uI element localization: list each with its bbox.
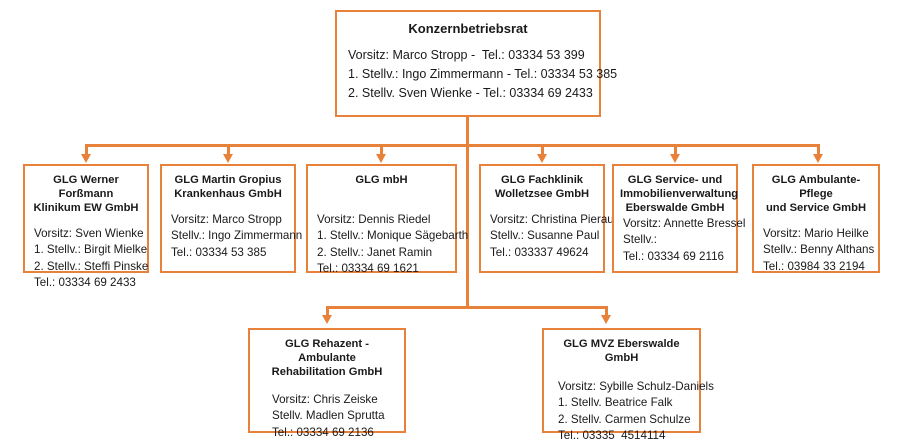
- node-title-line: und Service GmbH: [765, 202, 867, 214]
- arrowhead-1: [81, 154, 91, 163]
- node-detail-line: Tel.: 033337 49624: [490, 245, 589, 259]
- node-detail-line: Vorsitz: Marco Stropp: [171, 213, 282, 226]
- connector-stem-4: [541, 144, 544, 155]
- node-glg-ambulante-pflege[interactable]: GLG Ambulante-Pflege und Service GmbH Vo…: [752, 164, 880, 273]
- node-title: GLG Werner Forßmann Klinikum EW GmbH: [31, 173, 141, 215]
- node-detail-line: Tel.: 03335 4514114: [558, 429, 666, 443]
- node-title-line: Wolletzsee GmbH: [494, 188, 590, 200]
- node-title-line: GLG Service- und: [627, 174, 723, 186]
- node-title-line: GLG MVZ Eberswalde GmbH: [563, 338, 680, 364]
- node-title-line: GLG Ambulante-Pflege: [771, 174, 861, 200]
- node-title: Konzernbetriebsrat: [408, 21, 528, 36]
- node-detail-line: 1. Stellv.: Monique Sägebarth: [317, 229, 469, 243]
- node-body: Vorsitz: Dennis Riedel 1. Stellv.: Moniq…: [314, 212, 469, 277]
- node-detail-line: Vorsitz: Sybille Schulz-Daniels: [558, 380, 714, 393]
- node-detail-line: Vorsitz: Christina Pierau: [490, 213, 614, 226]
- connector-trunk-main: [466, 117, 469, 308]
- node-konzernbetriebsrat[interactable]: Konzernbetriebsrat Vorsitz: Marco Stropp…: [335, 10, 618, 117]
- node-detail-line: Tel.: 03334 69 2136: [272, 425, 374, 439]
- node-glg-mbh[interactable]: GLG mbH Vorsitz: Dennis Riedel 1. Stellv…: [306, 164, 468, 275]
- node-detail-line: Vorsitz: Chris Zeiske: [272, 393, 378, 406]
- node-body: Vorsitz: Chris Zeiske Stellv. Madlen Spr…: [256, 392, 398, 440]
- node-body: Vorsitz: Annette Bressel Stellv.: Tel.: …: [620, 216, 746, 264]
- node-detail-line: 1. Stellv. Beatrice Falk: [558, 396, 673, 410]
- node-glg-service-immobilienverwaltung[interactable]: GLG Service- und Immobilienverwaltung Eb…: [612, 164, 746, 273]
- node-body: Vorsitz: Marco Stropp - Tel.: 03334 53 3…: [337, 47, 618, 101]
- node-detail-line: Tel.: 03984 33 2194: [763, 259, 865, 273]
- connector-stem-2: [227, 144, 230, 155]
- node-detail-line: Stellv. Madlen Sprutta: [272, 409, 385, 423]
- connector-stem-b1: [326, 306, 329, 316]
- node-title: GLG Service- und Immobilienverwaltung Eb…: [620, 173, 739, 215]
- node-title: GLG Rehazent - Ambulante Rehabilitation …: [256, 337, 398, 379]
- connector-bus-level2: [85, 144, 820, 147]
- node-title-line: Krankenhaus GmbH: [174, 188, 282, 200]
- node-body: Vorsitz: Sven Wienke 1. Stellv.: Birgit …: [31, 226, 149, 291]
- node-title-line: GLG Fachklinik: [500, 174, 584, 186]
- node-title-line: GLG mbH: [355, 174, 408, 186]
- arrowhead-5: [670, 154, 680, 163]
- connector-stem-1: [85, 144, 88, 155]
- node-detail-line: Vorsitz: Marco Stropp - Tel.: 03334 53 3…: [348, 48, 585, 63]
- node-title: GLG Martin Gropius Krankenhaus GmbH: [168, 173, 288, 201]
- node-glg-martin-gropius[interactable]: GLG Martin Gropius Krankenhaus GmbH Vors…: [160, 164, 303, 273]
- arrowhead-b2: [601, 315, 611, 324]
- node-title-line: Eberswalde GmbH: [625, 202, 725, 214]
- node-title-line: GLG Martin Gropius: [174, 174, 282, 186]
- node-detail-line: Vorsitz: Mario Heilke: [763, 227, 869, 240]
- node-detail-line: 2. Stellv. Carmen Schulze: [558, 412, 691, 426]
- node-title: GLG MVZ Eberswalde GmbH: [550, 337, 693, 365]
- arrowhead-b1: [322, 315, 332, 324]
- connector-stem-6: [817, 144, 820, 155]
- connector-bus-level3: [326, 306, 608, 309]
- node-title: GLG mbH: [314, 173, 449, 187]
- node-body: Vorsitz: Sybille Schulz-Daniels 1. Stell…: [550, 379, 714, 444]
- node-title-line: GLG Werner Forßmann: [53, 174, 119, 200]
- arrowhead-4: [537, 154, 547, 163]
- node-detail-line: 2. Stellv.: Steffi Pinske: [34, 259, 149, 273]
- node-glg-werner-forssmann[interactable]: GLG Werner Forßmann Klinikum EW GmbH Vor…: [23, 164, 149, 289]
- node-title-line: Rehabilitation GmbH: [271, 366, 383, 378]
- node-detail-line: Stellv.: Susanne Paul: [490, 229, 600, 243]
- node-detail-line: Stellv.: Ingo Zimmermann: [171, 229, 303, 243]
- node-title: GLG Fachklinik Wolletzsee GmbH: [487, 173, 597, 201]
- node-body: Vorsitz: Christina Pierau Stellv.: Susan…: [487, 212, 614, 260]
- node-detail-line: Tel.: 03334 69 1621: [317, 262, 419, 276]
- node-body: Vorsitz: Marco Stropp Stellv.: Ingo Zimm…: [168, 212, 303, 260]
- node-detail-line: 1. Stellv.: Ingo Zimmermann - Tel.: 0333…: [348, 66, 618, 81]
- node-detail-line: 2. Stellv.: Janet Ramin: [317, 245, 433, 259]
- node-title-line: Klinikum EW GmbH: [33, 202, 139, 214]
- arrowhead-3: [376, 154, 386, 163]
- node-detail-line: Vorsitz: Annette Bressel: [623, 217, 746, 230]
- node-glg-mvz-eberswalde[interactable]: GLG MVZ Eberswalde GmbH Vorsitz: Sybille…: [542, 328, 714, 442]
- node-detail-line: Tel.: 03334 69 2116: [623, 249, 724, 263]
- node-detail-line: Vorsitz: Sven Wienke: [34, 227, 144, 240]
- node-title: GLG Ambulante-Pflege und Service GmbH: [760, 173, 872, 215]
- connector-stem-3: [380, 144, 383, 155]
- node-body: Vorsitz: Mario Heilke Stellv.: Benny Alt…: [760, 226, 875, 274]
- node-detail-line: 1. Stellv.: Birgit Mielke: [34, 243, 148, 257]
- node-detail-line: Tel.: 03334 53 385: [171, 245, 267, 259]
- node-detail-line: Vorsitz: Dennis Riedel: [317, 213, 431, 226]
- node-title-line: Immobilienverwaltung: [620, 188, 739, 200]
- arrowhead-2: [223, 154, 233, 163]
- node-title-line: GLG Rehazent - Ambulante: [285, 338, 369, 364]
- node-detail-line: Stellv.:: [623, 233, 657, 247]
- node-glg-fachklinik-wolletzsee[interactable]: GLG Fachklinik Wolletzsee GmbH Vorsitz: …: [479, 164, 614, 273]
- node-detail-line: Stellv.: Benny Althans: [763, 243, 875, 257]
- node-glg-rehazent[interactable]: GLG Rehazent - Ambulante Rehabilitation …: [248, 328, 406, 439]
- node-detail-line: 2. Stellv. Sven Wienke - Tel.: 03334 69 …: [348, 85, 593, 100]
- node-detail-line: Tel.: 03334 69 2433: [34, 276, 136, 290]
- connector-stem-b2: [605, 306, 608, 316]
- arrowhead-6: [813, 154, 823, 163]
- connector-stem-5: [674, 144, 677, 155]
